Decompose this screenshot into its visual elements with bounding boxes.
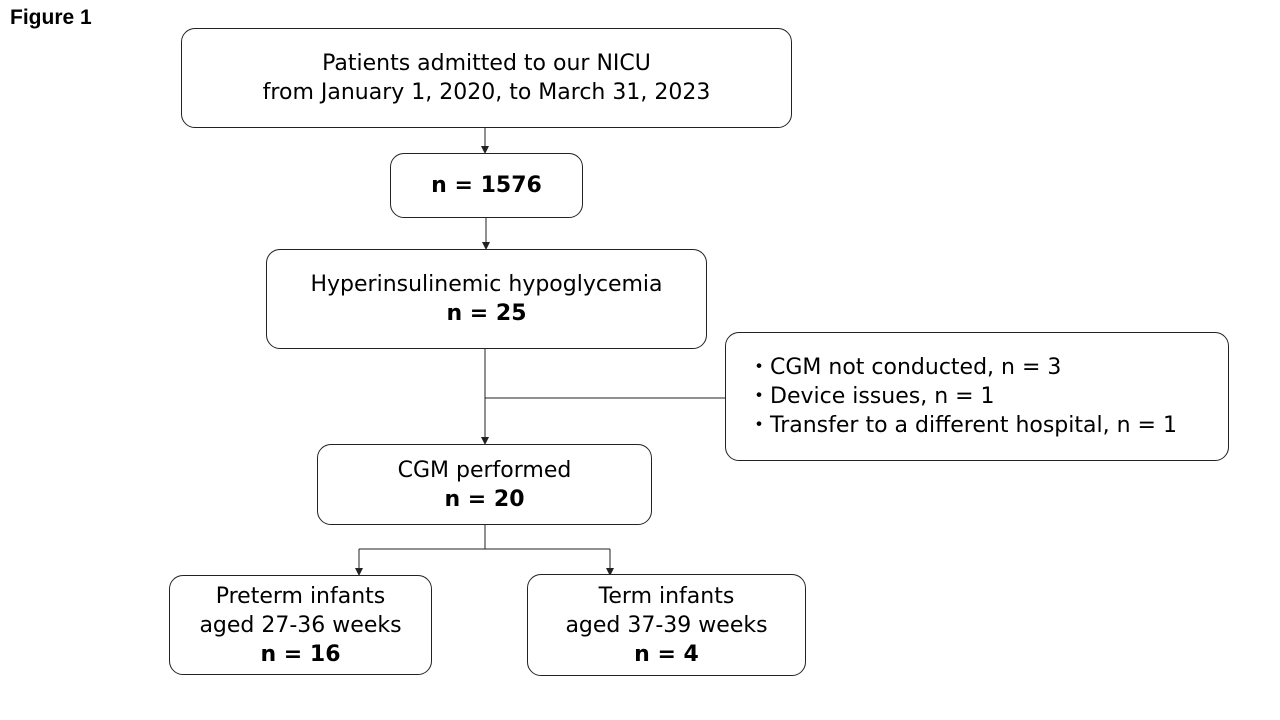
admitted-patients-box: Patients admitted to our NICU from Janua… [181, 28, 792, 128]
total-count: n = 1576 [431, 173, 542, 198]
exclusion-item: ・CGM not conducted, n = 3 [748, 355, 1062, 380]
term-count: n = 4 [634, 641, 699, 667]
hyper-count: n = 25 [446, 301, 527, 326]
exclusion-item: ・Device issues, n = 1 [748, 384, 995, 409]
preterm-count: n = 16 [260, 641, 341, 667]
term-line-2: aged 37-39 weeks [565, 612, 768, 638]
admitted-line-2: from January 1, 2020, to March 31, 2023 [262, 80, 711, 105]
exclusions-box: ・CGM not conducted, n = 3 ・Device issues… [725, 332, 1229, 461]
cgm-count: n = 20 [444, 486, 525, 512]
preterm-infants-box: Preterm infants aged 27-36 weeks n = 16 [169, 575, 432, 675]
exclusion-item: ・Transfer to a different hospital, n = 1 [748, 413, 1177, 438]
cgm-title: CGM performed [397, 457, 572, 483]
hyperinsulinemic-box: Hyperinsulinemic hypoglycemia n = 25 [266, 249, 707, 349]
preterm-line-2: aged 27-36 weeks [199, 612, 402, 638]
preterm-line-1: Preterm infants [215, 583, 386, 609]
admitted-line-1: Patients admitted to our NICU [322, 51, 651, 76]
cgm-performed-box: CGM performed n = 20 [317, 444, 652, 525]
term-line-1: Term infants [598, 583, 735, 609]
hyper-title: Hyperinsulinemic hypoglycemia [310, 272, 663, 297]
term-infants-box: Term infants aged 37-39 weeks n = 4 [527, 574, 806, 676]
total-count-box: n = 1576 [390, 153, 583, 218]
figure-label: Figure 1 [10, 6, 92, 29]
